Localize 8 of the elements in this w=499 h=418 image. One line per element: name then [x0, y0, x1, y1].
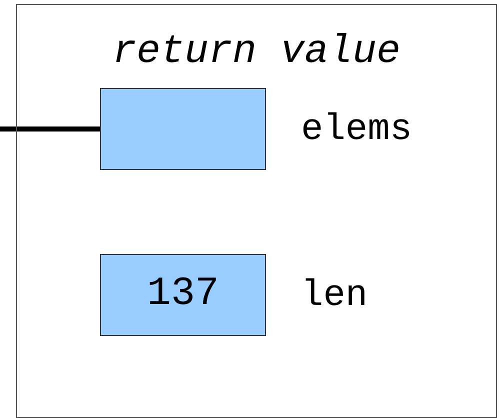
field-name-label: len [301, 276, 368, 316]
value-text: 137 [146, 273, 219, 317]
field-name-label: elems [301, 110, 412, 150]
value-box [100, 254, 266, 336]
frame-title: return value [111, 31, 402, 75]
value-box [100, 88, 266, 170]
connector-line [0, 126, 100, 132]
frame-box [16, 4, 497, 418]
